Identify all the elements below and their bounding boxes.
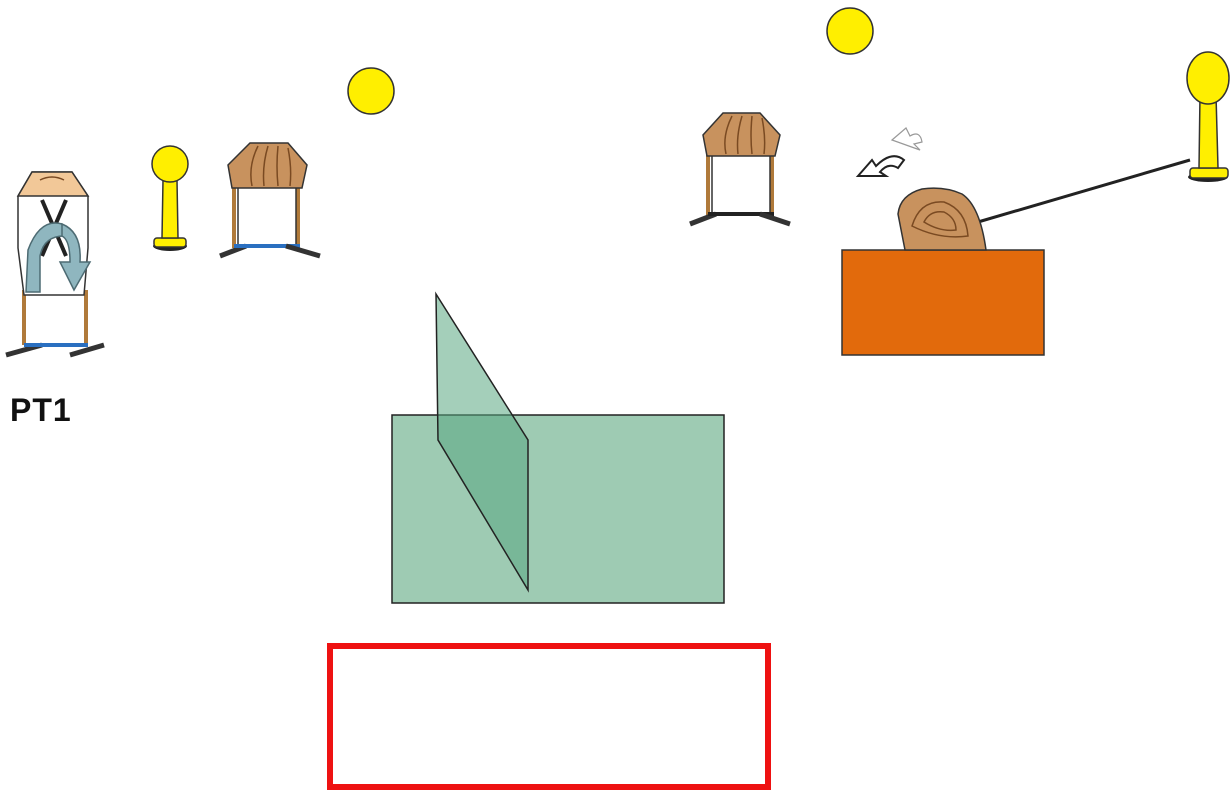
shooting-box (327, 643, 771, 790)
start-target (5, 171, 105, 358)
steel-plate-center (347, 67, 395, 115)
popper-right (1186, 51, 1230, 182)
table-orange (841, 249, 1045, 356)
paper-target-left (219, 142, 321, 259)
activation-cable (977, 158, 1191, 224)
vision-barrier (391, 291, 725, 604)
popper-left (151, 145, 189, 251)
swing-arrow-icon (855, 127, 923, 177)
paper-target-right (689, 112, 791, 227)
start-position-label: PT1 (10, 392, 72, 428)
swinging-target (897, 187, 987, 251)
steel-plate-right (826, 7, 874, 55)
